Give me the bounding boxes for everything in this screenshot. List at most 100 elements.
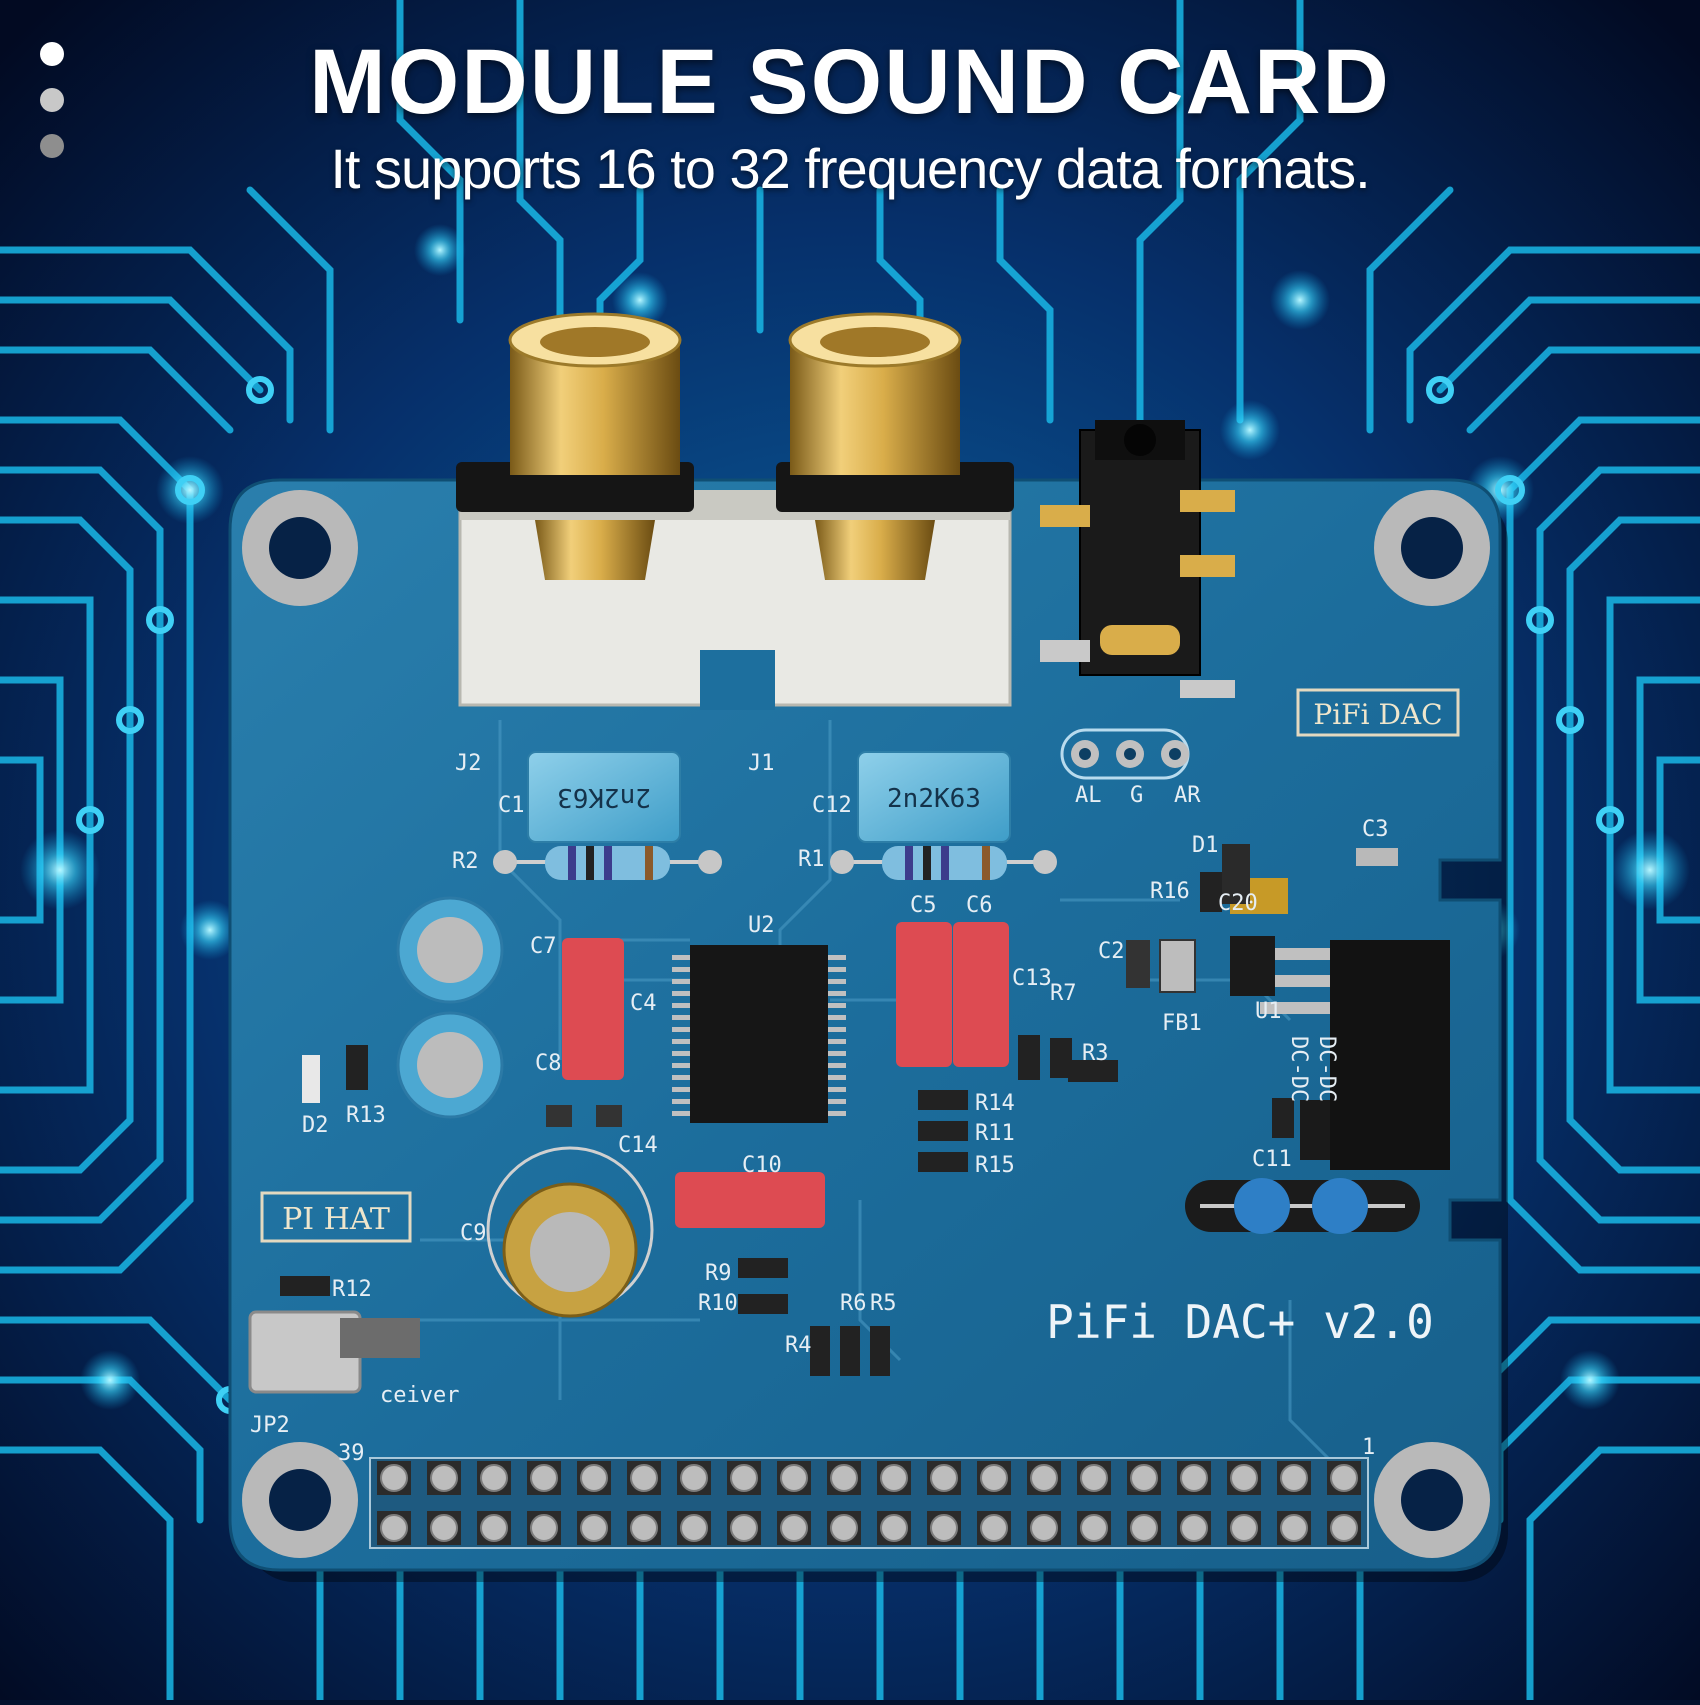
board-name-label: PiFi DAC+ v2.0 bbox=[1046, 1295, 1434, 1349]
label-dc-dc-1: DC-DC bbox=[1314, 1036, 1339, 1102]
gpio-pin bbox=[1230, 1514, 1258, 1542]
label-c4: C4 bbox=[630, 991, 657, 1016]
pifi-dac-badge: PiFi DAC bbox=[1296, 688, 1460, 737]
pager-dot[interactable] bbox=[40, 134, 64, 158]
label-r5: R5 bbox=[870, 1291, 897, 1316]
gpio-pin bbox=[730, 1514, 758, 1542]
gpio-pin bbox=[530, 1514, 558, 1542]
gpio-pin bbox=[1130, 1464, 1158, 1492]
electrolytic-capacitor-c7 bbox=[396, 896, 504, 1004]
gpio-pin bbox=[730, 1464, 758, 1492]
gpio-pin bbox=[1030, 1464, 1058, 1492]
ferrite-bead bbox=[1185, 1178, 1420, 1234]
electrolytic-capacitor-c8 bbox=[396, 1011, 504, 1119]
gpio-pin bbox=[780, 1464, 808, 1492]
gpio-pin bbox=[630, 1514, 658, 1542]
gpio-pin bbox=[1180, 1514, 1208, 1542]
gpio-header bbox=[369, 1457, 1369, 1549]
rca-jack-right bbox=[776, 312, 1014, 580]
headphone-jack bbox=[1040, 420, 1235, 698]
label-r2: R2 bbox=[452, 849, 479, 874]
resistor-r2 bbox=[493, 846, 722, 880]
gpio-pin bbox=[1330, 1464, 1358, 1492]
label-c3: C3 bbox=[1362, 817, 1389, 842]
gpio-pin bbox=[1180, 1464, 1208, 1492]
gpio-pin bbox=[830, 1464, 858, 1492]
gpio-pin bbox=[780, 1514, 808, 1542]
label-r1: R1 bbox=[798, 847, 825, 872]
gpio-pin bbox=[980, 1464, 1008, 1492]
pager-dot[interactable] bbox=[40, 88, 64, 112]
gpio-pin bbox=[830, 1514, 858, 1542]
label-fb1: FB1 bbox=[1162, 1011, 1202, 1036]
label-jp2: JP2 bbox=[250, 1413, 290, 1438]
dac-chip-u2 bbox=[672, 945, 846, 1123]
film-capacitor-c1: 2n2K63 bbox=[527, 751, 681, 843]
gpio-pin bbox=[1280, 1464, 1308, 1492]
label-c14: C14 bbox=[618, 1133, 658, 1158]
capacitor-marking-c1: 2n2K63 bbox=[557, 782, 651, 812]
gpio-pin bbox=[680, 1464, 708, 1492]
label-r7: R7 bbox=[1050, 981, 1077, 1006]
pi-hat-badge: PI HAT bbox=[260, 1191, 412, 1243]
label-ar: AR bbox=[1174, 783, 1201, 808]
audio-out-pads bbox=[1060, 728, 1190, 780]
label-c13: C13 bbox=[1012, 966, 1052, 991]
gpio-pin bbox=[880, 1514, 908, 1542]
label-r3: R3 bbox=[1082, 1041, 1109, 1066]
silkscreen-labels: J2 J1 AL G AR JP2 39 1 C1 C12 R2 R1 C5 C… bbox=[250, 751, 1389, 1466]
capacitor-marking-c12: 2n2K63 bbox=[887, 784, 981, 814]
gpio-pin bbox=[1130, 1514, 1158, 1542]
gpio-pin bbox=[1230, 1464, 1258, 1492]
gpio-pin bbox=[430, 1514, 458, 1542]
gpio-pin bbox=[630, 1464, 658, 1492]
label-j2: J2 bbox=[455, 751, 482, 776]
headline-subtitle: It supports 16 to 32 frequency data form… bbox=[330, 137, 1370, 200]
label-c8: C8 bbox=[535, 1051, 562, 1076]
gpio-pin bbox=[980, 1514, 1008, 1542]
label-c2: C2 bbox=[1098, 939, 1125, 964]
label-r4: R4 bbox=[785, 1333, 812, 1358]
label-c12: C12 bbox=[812, 793, 852, 818]
gpio-pin bbox=[480, 1514, 508, 1542]
gpio-pin bbox=[1030, 1514, 1058, 1542]
label-j1: J1 bbox=[748, 751, 775, 776]
dc-dc-module bbox=[1230, 936, 1450, 1170]
headline-title: MODULE SOUND CARD bbox=[309, 31, 1391, 133]
label-r16: R16 bbox=[1150, 879, 1190, 904]
label-pin-39: 39 bbox=[338, 1441, 365, 1466]
gpio-pin bbox=[930, 1464, 958, 1492]
label-r12: R12 bbox=[332, 1277, 372, 1302]
label-d1: D1 bbox=[1192, 833, 1219, 858]
label-r15: R15 bbox=[975, 1153, 1015, 1178]
label-c1: C1 bbox=[498, 793, 525, 818]
rca-jack-left bbox=[456, 312, 694, 580]
gpio-pin bbox=[1080, 1514, 1108, 1542]
label-r9: R9 bbox=[705, 1261, 732, 1286]
label-c11: C11 bbox=[1252, 1147, 1292, 1172]
label-u1: U1 bbox=[1255, 999, 1282, 1024]
gpio-pin bbox=[480, 1464, 508, 1492]
label-receiver: ceiver bbox=[380, 1383, 459, 1408]
label-g: G bbox=[1130, 783, 1143, 808]
gpio-pin bbox=[1330, 1514, 1358, 1542]
label-r6: R6 bbox=[840, 1291, 867, 1316]
label-u2: U2 bbox=[748, 913, 775, 938]
label-r11: R11 bbox=[975, 1121, 1015, 1146]
pager-dot-active[interactable] bbox=[40, 42, 64, 66]
electrolytic-capacitor-c9 bbox=[486, 1146, 654, 1318]
gpio-pin bbox=[530, 1464, 558, 1492]
label-d2: D2 bbox=[302, 1113, 329, 1138]
gpio-pin bbox=[580, 1514, 608, 1542]
red-capacitors bbox=[562, 922, 1009, 1228]
label-c20: C20 bbox=[1218, 891, 1258, 916]
label-c6: C6 bbox=[966, 893, 993, 918]
film-capacitor-c12: 2n2K63 bbox=[857, 751, 1011, 843]
smd-components bbox=[280, 844, 1398, 1376]
gpio-pin bbox=[680, 1514, 708, 1542]
label-dc-dc-2: DC-DC bbox=[1286, 1036, 1311, 1102]
label-pin-1: 1 bbox=[1362, 1435, 1375, 1460]
